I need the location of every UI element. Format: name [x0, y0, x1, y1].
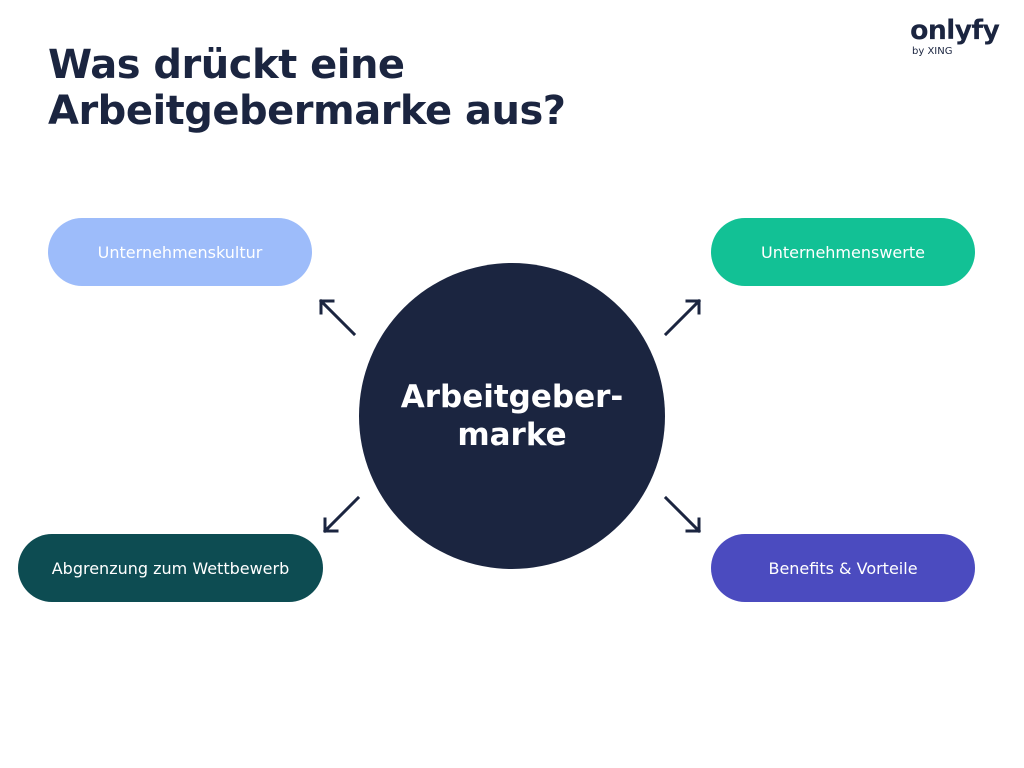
arrow-to-unternehmenswerte	[663, 298, 702, 337]
node-unternehmenskultur: Unternehmenskultur	[48, 218, 312, 286]
center-label-line-1: Arbeitgeber-	[400, 379, 624, 415]
node-label: Unternehmenswerte	[761, 242, 925, 262]
arrow-to-unternehmenskultur	[318, 298, 357, 337]
center-label-line-2: marke	[457, 417, 567, 453]
onlyfy-logo: onlyfy by XING	[910, 16, 1002, 58]
node-label: Abgrenzung zum Wettbewerb	[51, 558, 290, 578]
center-node: Arbeitgeber- marke	[359, 263, 665, 569]
page-title-line-2: Arbeitgebermarke aus?	[48, 88, 566, 134]
arrow-to-benefits-vorteile	[663, 495, 702, 534]
node-benefits-vorteile: Benefits & Vorteile	[711, 534, 975, 602]
node-abgrenzung-zum-wettbewerb: Abgrenzung zum Wettbewerb	[18, 534, 323, 602]
page-title: Was drückt eine Arbeitgebermarke aus?	[48, 42, 566, 134]
center-node-label: Arbeitgeber- marke	[401, 378, 624, 454]
arrow-to-abgrenzung-zum-wettbewerb	[322, 495, 361, 534]
logo-byline: by XING	[912, 46, 953, 57]
node-label: Unternehmenskultur	[97, 242, 263, 262]
node-unternehmenswerte: Unternehmenswerte	[711, 218, 975, 286]
logo-wordmark: onlyfy	[910, 15, 1000, 46]
node-label: Benefits & Vorteile	[768, 558, 918, 578]
page-title-line-1: Was drückt eine	[48, 42, 405, 88]
